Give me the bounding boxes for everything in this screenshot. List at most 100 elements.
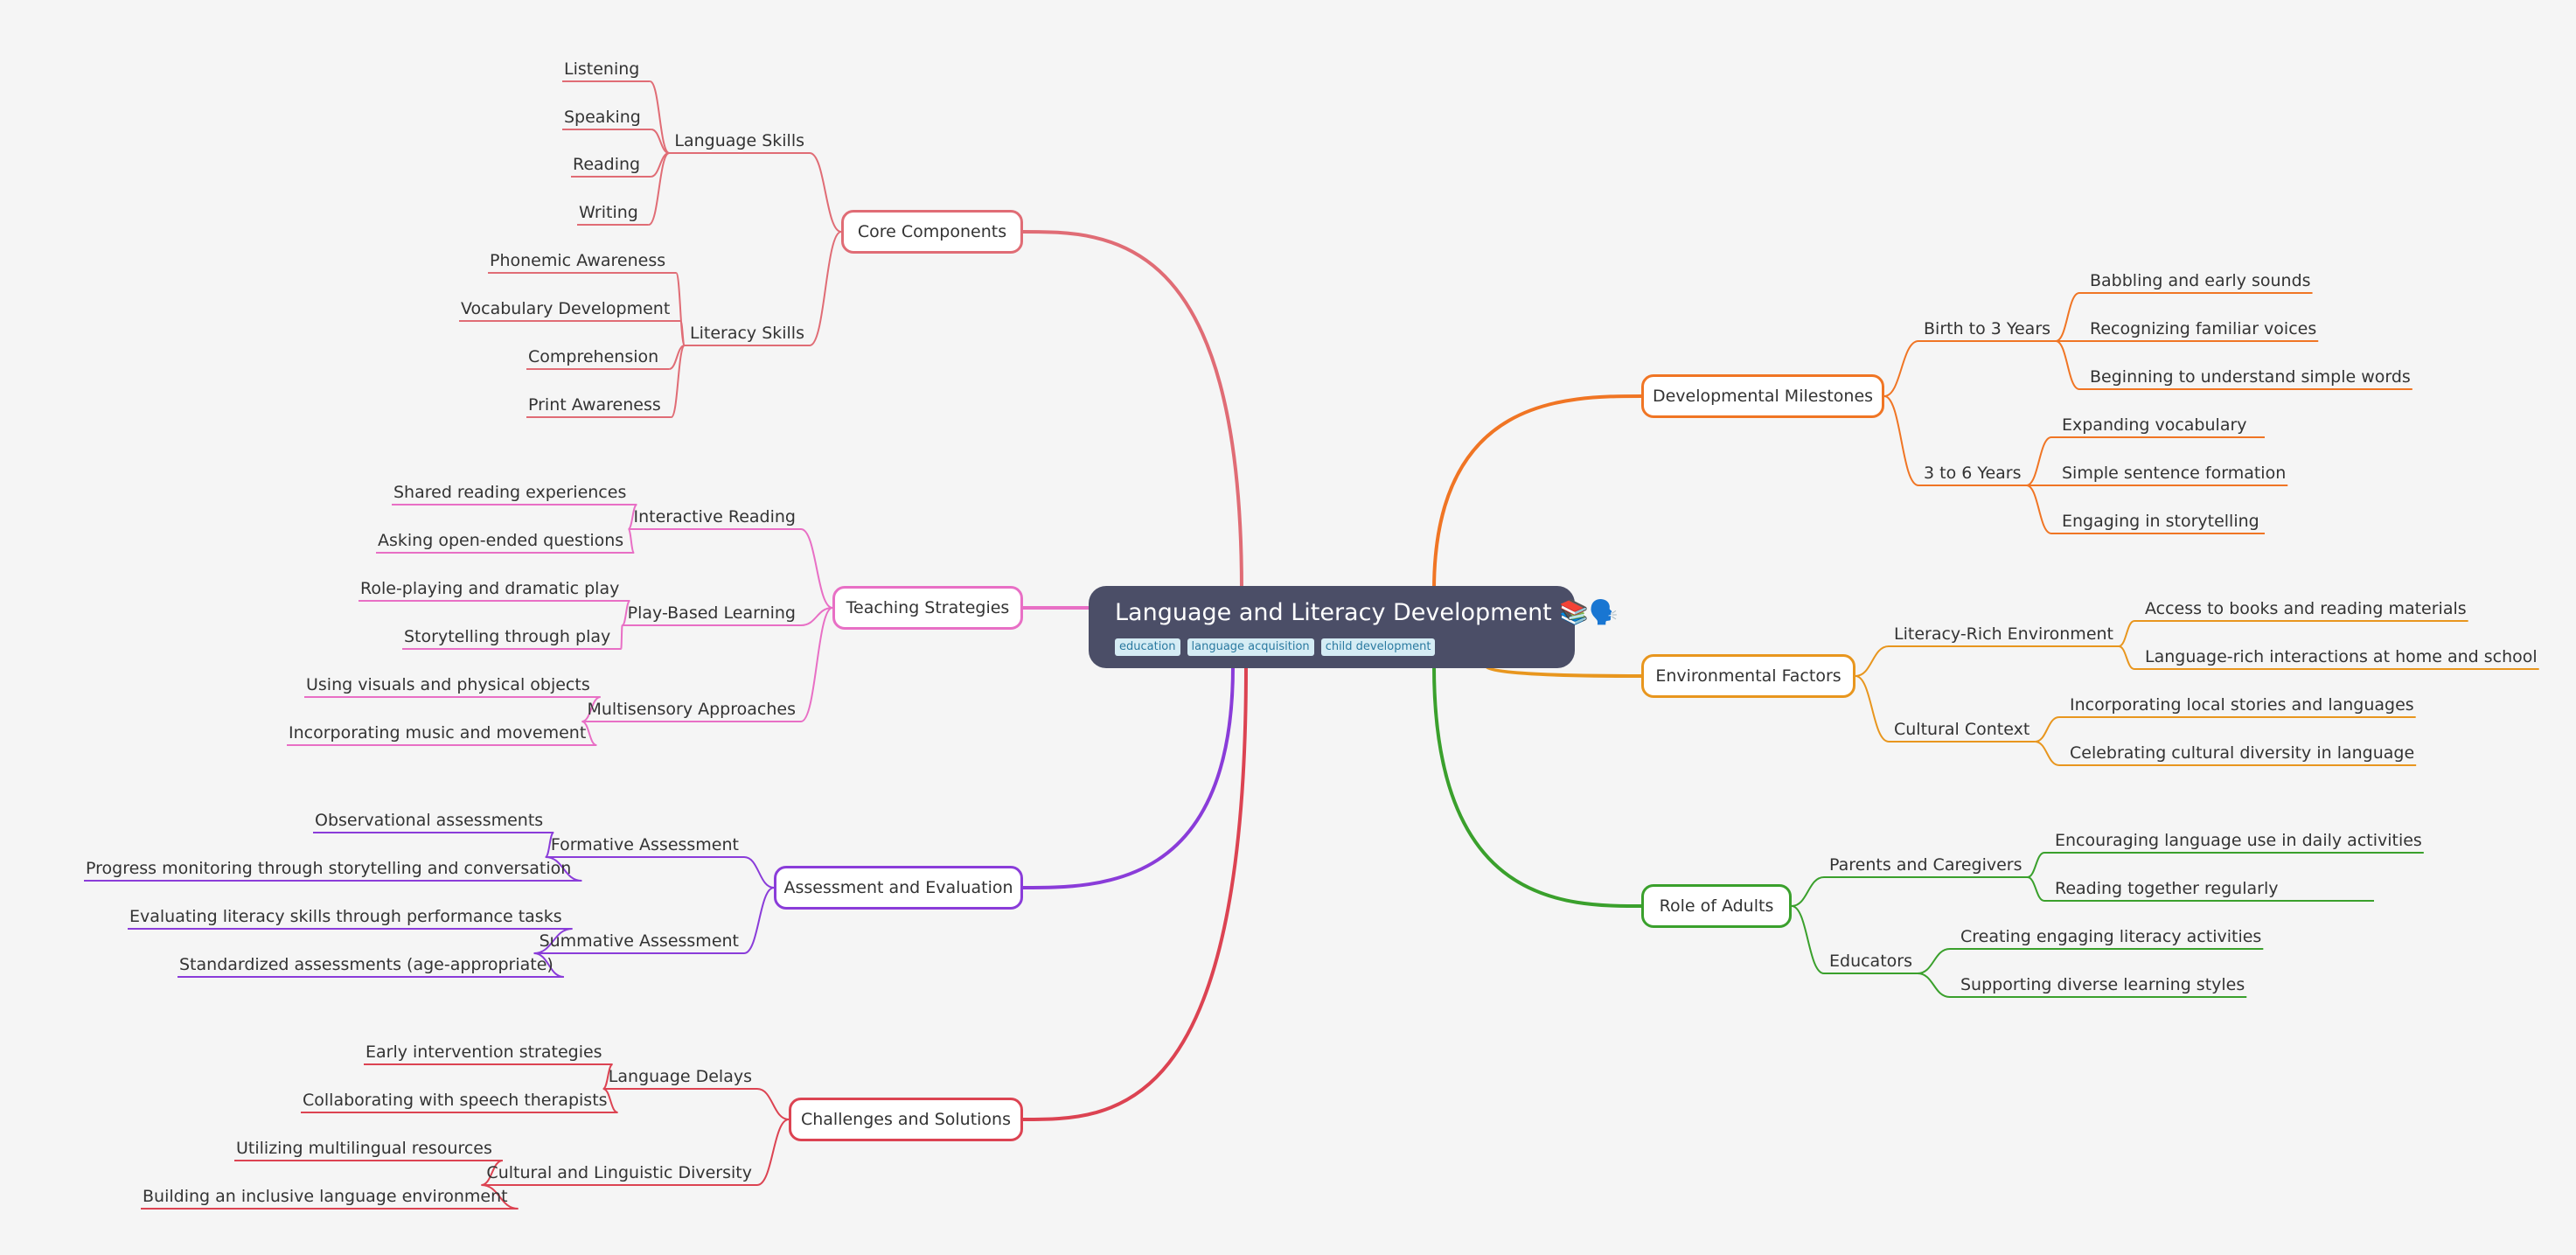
leaf-connector bbox=[2027, 852, 2045, 878]
leaf-label[interactable]: Babbling and early sounds bbox=[2090, 271, 2311, 290]
leaf-connector bbox=[1917, 973, 1951, 998]
leaf-label[interactable]: Incorporating music and movement bbox=[289, 723, 587, 743]
subtopic-label[interactable]: Cultural Context bbox=[1894, 720, 2030, 739]
subtopic-connector bbox=[1883, 340, 1919, 397]
leaf-label[interactable]: Asking open-ended questions bbox=[378, 531, 624, 550]
subtopic-connector bbox=[1855, 675, 1890, 743]
branch-role-of-adults[interactable]: Role of Adults bbox=[1641, 884, 1792, 928]
leaf-connector bbox=[648, 152, 670, 226]
subtopic-connector bbox=[1791, 905, 1825, 974]
branch-developmental-milestones[interactable]: Developmental Milestones bbox=[1641, 374, 1884, 418]
subtopic-connector bbox=[743, 856, 775, 889]
branch-connector bbox=[1022, 230, 1243, 591]
subtopic-label[interactable]: Cultural and Linguistic Diversity bbox=[486, 1163, 752, 1182]
subtopic-connector bbox=[743, 887, 775, 954]
branch-connector bbox=[1432, 394, 1642, 591]
leaf-connector bbox=[627, 528, 636, 554]
subtopic-connector bbox=[800, 607, 833, 722]
leaf-label[interactable]: Creating engaging literacy activities bbox=[1960, 927, 2262, 946]
subtopic-label[interactable]: Educators bbox=[1829, 952, 1912, 971]
leaf-label[interactable]: Observational assessments bbox=[315, 811, 544, 830]
subtopic-label[interactable]: Parents and Caregivers bbox=[1829, 855, 2023, 875]
leaf-label[interactable]: Reading together regularly bbox=[2055, 879, 2279, 898]
leaf-connector bbox=[2118, 645, 2135, 670]
branch-environmental-factors[interactable]: Environmental Factors bbox=[1641, 654, 1855, 698]
leaf-connector bbox=[2118, 620, 2135, 647]
leaf-label[interactable]: Speaking bbox=[564, 108, 641, 127]
leaf-label[interactable]: Collaborating with speech therapists bbox=[303, 1091, 608, 1110]
leaf-connector bbox=[651, 129, 670, 154]
branch-challenges-and-solutions[interactable]: Challenges and Solutions bbox=[789, 1098, 1023, 1141]
subtopic-connector bbox=[800, 607, 833, 626]
subtopic-label[interactable]: Formative Assessment bbox=[550, 835, 739, 854]
subtopic-connector bbox=[756, 1119, 790, 1186]
leaf-label[interactable]: Print Awareness bbox=[528, 395, 661, 415]
leaf-label[interactable]: Phonemic Awareness bbox=[490, 251, 666, 270]
subtopic-label[interactable]: Multisensory Approaches bbox=[587, 700, 796, 719]
leaf-connector bbox=[620, 624, 623, 650]
leaf-label[interactable]: Comprehension bbox=[528, 347, 659, 366]
leaf-label[interactable]: Access to books and reading materials bbox=[2145, 599, 2467, 618]
tag-education[interactable]: education bbox=[1115, 638, 1180, 656]
branch-core-components[interactable]: Core Components bbox=[841, 210, 1023, 254]
subtopic-label[interactable]: Language Delays bbox=[608, 1067, 752, 1086]
leaf-label[interactable]: Utilizing multilingual resources bbox=[236, 1139, 492, 1158]
leaf-connector bbox=[2026, 485, 2052, 534]
leaf-label[interactable]: Storytelling through play bbox=[404, 627, 611, 646]
branch-connector bbox=[1485, 665, 1642, 678]
leaf-connector bbox=[2055, 340, 2080, 390]
leaf-label[interactable]: Standardized assessments (age-appropriat… bbox=[179, 955, 553, 974]
leaf-label[interactable]: Encouraging language use in daily activi… bbox=[2055, 831, 2422, 850]
branch-connector bbox=[1022, 666, 1235, 889]
branch-connector bbox=[1022, 666, 1248, 1121]
leaf-label[interactable]: Recognizing familiar voices bbox=[2090, 319, 2317, 338]
leaf-label[interactable]: Building an inclusive language environme… bbox=[143, 1187, 508, 1206]
leaf-label[interactable]: Expanding vocabulary bbox=[2062, 415, 2247, 435]
branch-assessment-and-evaluation[interactable]: Assessment and Evaluation bbox=[774, 866, 1023, 910]
leaf-label[interactable]: Reading bbox=[573, 155, 641, 174]
leaf-label[interactable]: Role-playing and dramatic play bbox=[360, 579, 620, 598]
leaf-label[interactable]: Shared reading experiences bbox=[393, 483, 627, 502]
subtopic-label[interactable]: 3 to 6 Years bbox=[1924, 464, 2022, 483]
leaf-connector bbox=[2026, 436, 2052, 486]
subtopic-label[interactable]: Literacy Skills bbox=[690, 324, 804, 343]
subtopic-label[interactable]: Play-Based Learning bbox=[627, 603, 796, 623]
leaf-label[interactable]: Beginning to understand simple words bbox=[2090, 367, 2411, 387]
leaf-label[interactable]: Engaging in storytelling bbox=[2062, 512, 2259, 531]
leaf-label[interactable]: Language-rich interactions at home and s… bbox=[2145, 647, 2538, 666]
leaf-label[interactable]: Early intervention strategies bbox=[366, 1042, 602, 1062]
leaf-label[interactable]: Listening bbox=[564, 59, 640, 79]
central-topic[interactable]: Language and Literacy Development 📚🗣️ ed… bbox=[1089, 586, 1619, 668]
leaf-connector bbox=[2035, 716, 2060, 743]
leaf-label[interactable]: Evaluating literacy skills through perfo… bbox=[129, 907, 562, 926]
leaf-connector bbox=[649, 80, 670, 154]
subtopic-label[interactable]: Language Skills bbox=[674, 131, 804, 150]
leaf-label[interactable]: Vocabulary Development bbox=[461, 299, 671, 318]
leaf-label[interactable]: Progress monitoring through storytelling… bbox=[86, 859, 572, 878]
leaf-label[interactable]: Simple sentence formation bbox=[2062, 464, 2287, 483]
leaf-label[interactable]: Incorporating local stories and language… bbox=[2070, 695, 2414, 715]
leaf-connector bbox=[1917, 948, 1951, 974]
leaf-connector bbox=[2035, 741, 2060, 766]
branch-teaching-strategies[interactable]: Teaching Strategies bbox=[832, 586, 1023, 630]
leaf-label[interactable]: Celebrating cultural diversity in langua… bbox=[2070, 743, 2415, 763]
leaf-connector bbox=[670, 345, 686, 418]
subtopic-label[interactable]: Birth to 3 Years bbox=[1924, 319, 2051, 338]
subtopic-connector bbox=[1883, 395, 1919, 486]
subtopic-connector bbox=[756, 1088, 790, 1120]
tag-language-acquisition[interactable]: language acquisition bbox=[1187, 638, 1314, 656]
leaf-connector bbox=[2027, 876, 2045, 902]
leaf-label[interactable]: Using visuals and physical objects bbox=[306, 675, 590, 694]
tag-child-development[interactable]: child development bbox=[1320, 638, 1436, 656]
central-topic-title: Language and Literacy Development 📚🗣️ bbox=[1115, 599, 1619, 626]
subtopic-label[interactable]: Summative Assessment bbox=[539, 931, 739, 951]
subtopic-connector bbox=[809, 231, 842, 346]
subtopic-connector bbox=[809, 152, 842, 233]
tag-list: education language acquisition child dev… bbox=[1115, 638, 1575, 656]
leaf-label[interactable]: Supporting diverse learning styles bbox=[1960, 975, 2245, 994]
subtopic-label[interactable]: Interactive Reading bbox=[633, 507, 796, 526]
subtopic-label[interactable]: Literacy-Rich Environment bbox=[1894, 624, 2113, 644]
leaf-connector bbox=[2055, 292, 2080, 342]
leaf-label[interactable]: Writing bbox=[579, 203, 638, 222]
